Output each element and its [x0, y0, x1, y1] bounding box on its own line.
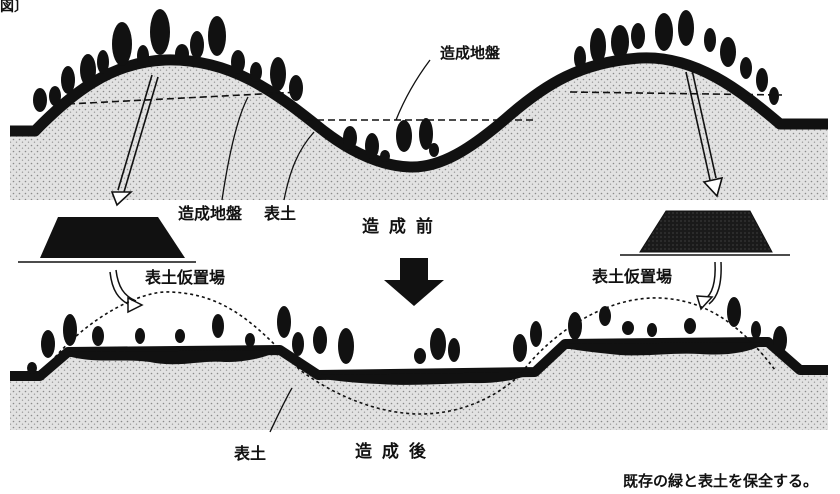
before-trees-valley: [343, 118, 439, 162]
topsoil-label-after: 表土: [234, 444, 267, 463]
caption: 既存の緑と表土を保全する。: [623, 472, 819, 490]
after-development-title: 造 成 後: [355, 442, 428, 462]
after-leader-line: [269, 387, 293, 433]
topsoil-storage-label-right: 表土仮置場: [592, 267, 673, 286]
after-trees: [27, 297, 787, 374]
before-leader-lines: [221, 59, 431, 201]
before-ground-line: [10, 52, 828, 173]
topsoil-storage-right: [620, 210, 790, 256]
topsoil-return-arrows: [109, 261, 722, 314]
ground-label-bottom: 造成地盤: [178, 204, 243, 223]
before-development-title: 造 成 前: [362, 217, 435, 237]
retained-topsoil-valley: [318, 372, 535, 385]
after-development-section: [10, 291, 828, 433]
topsoil-storage-left: [18, 217, 196, 263]
before-trees-left: [33, 9, 303, 112]
topsoil-transfer-arrows: [110, 69, 724, 207]
planned-ground-dashed-line: [67, 91, 783, 121]
after-soil-body: [10, 342, 828, 430]
retained-topsoil-left: [68, 350, 280, 365]
original-ground-dotted-line: [39, 291, 776, 415]
corner-label: 図〕: [0, 0, 28, 15]
retained-topsoil-right: [565, 342, 768, 356]
before-trees-right: [574, 10, 779, 105]
topsoil-label-before: 表土: [264, 204, 297, 223]
ground-label-top: 造成地盤: [440, 44, 501, 62]
topsoil-storage-label-left: 表土仮置場: [145, 268, 226, 287]
process-arrow: [384, 258, 444, 306]
before-development-section: [10, 9, 828, 207]
before-soil-body: [10, 57, 828, 201]
